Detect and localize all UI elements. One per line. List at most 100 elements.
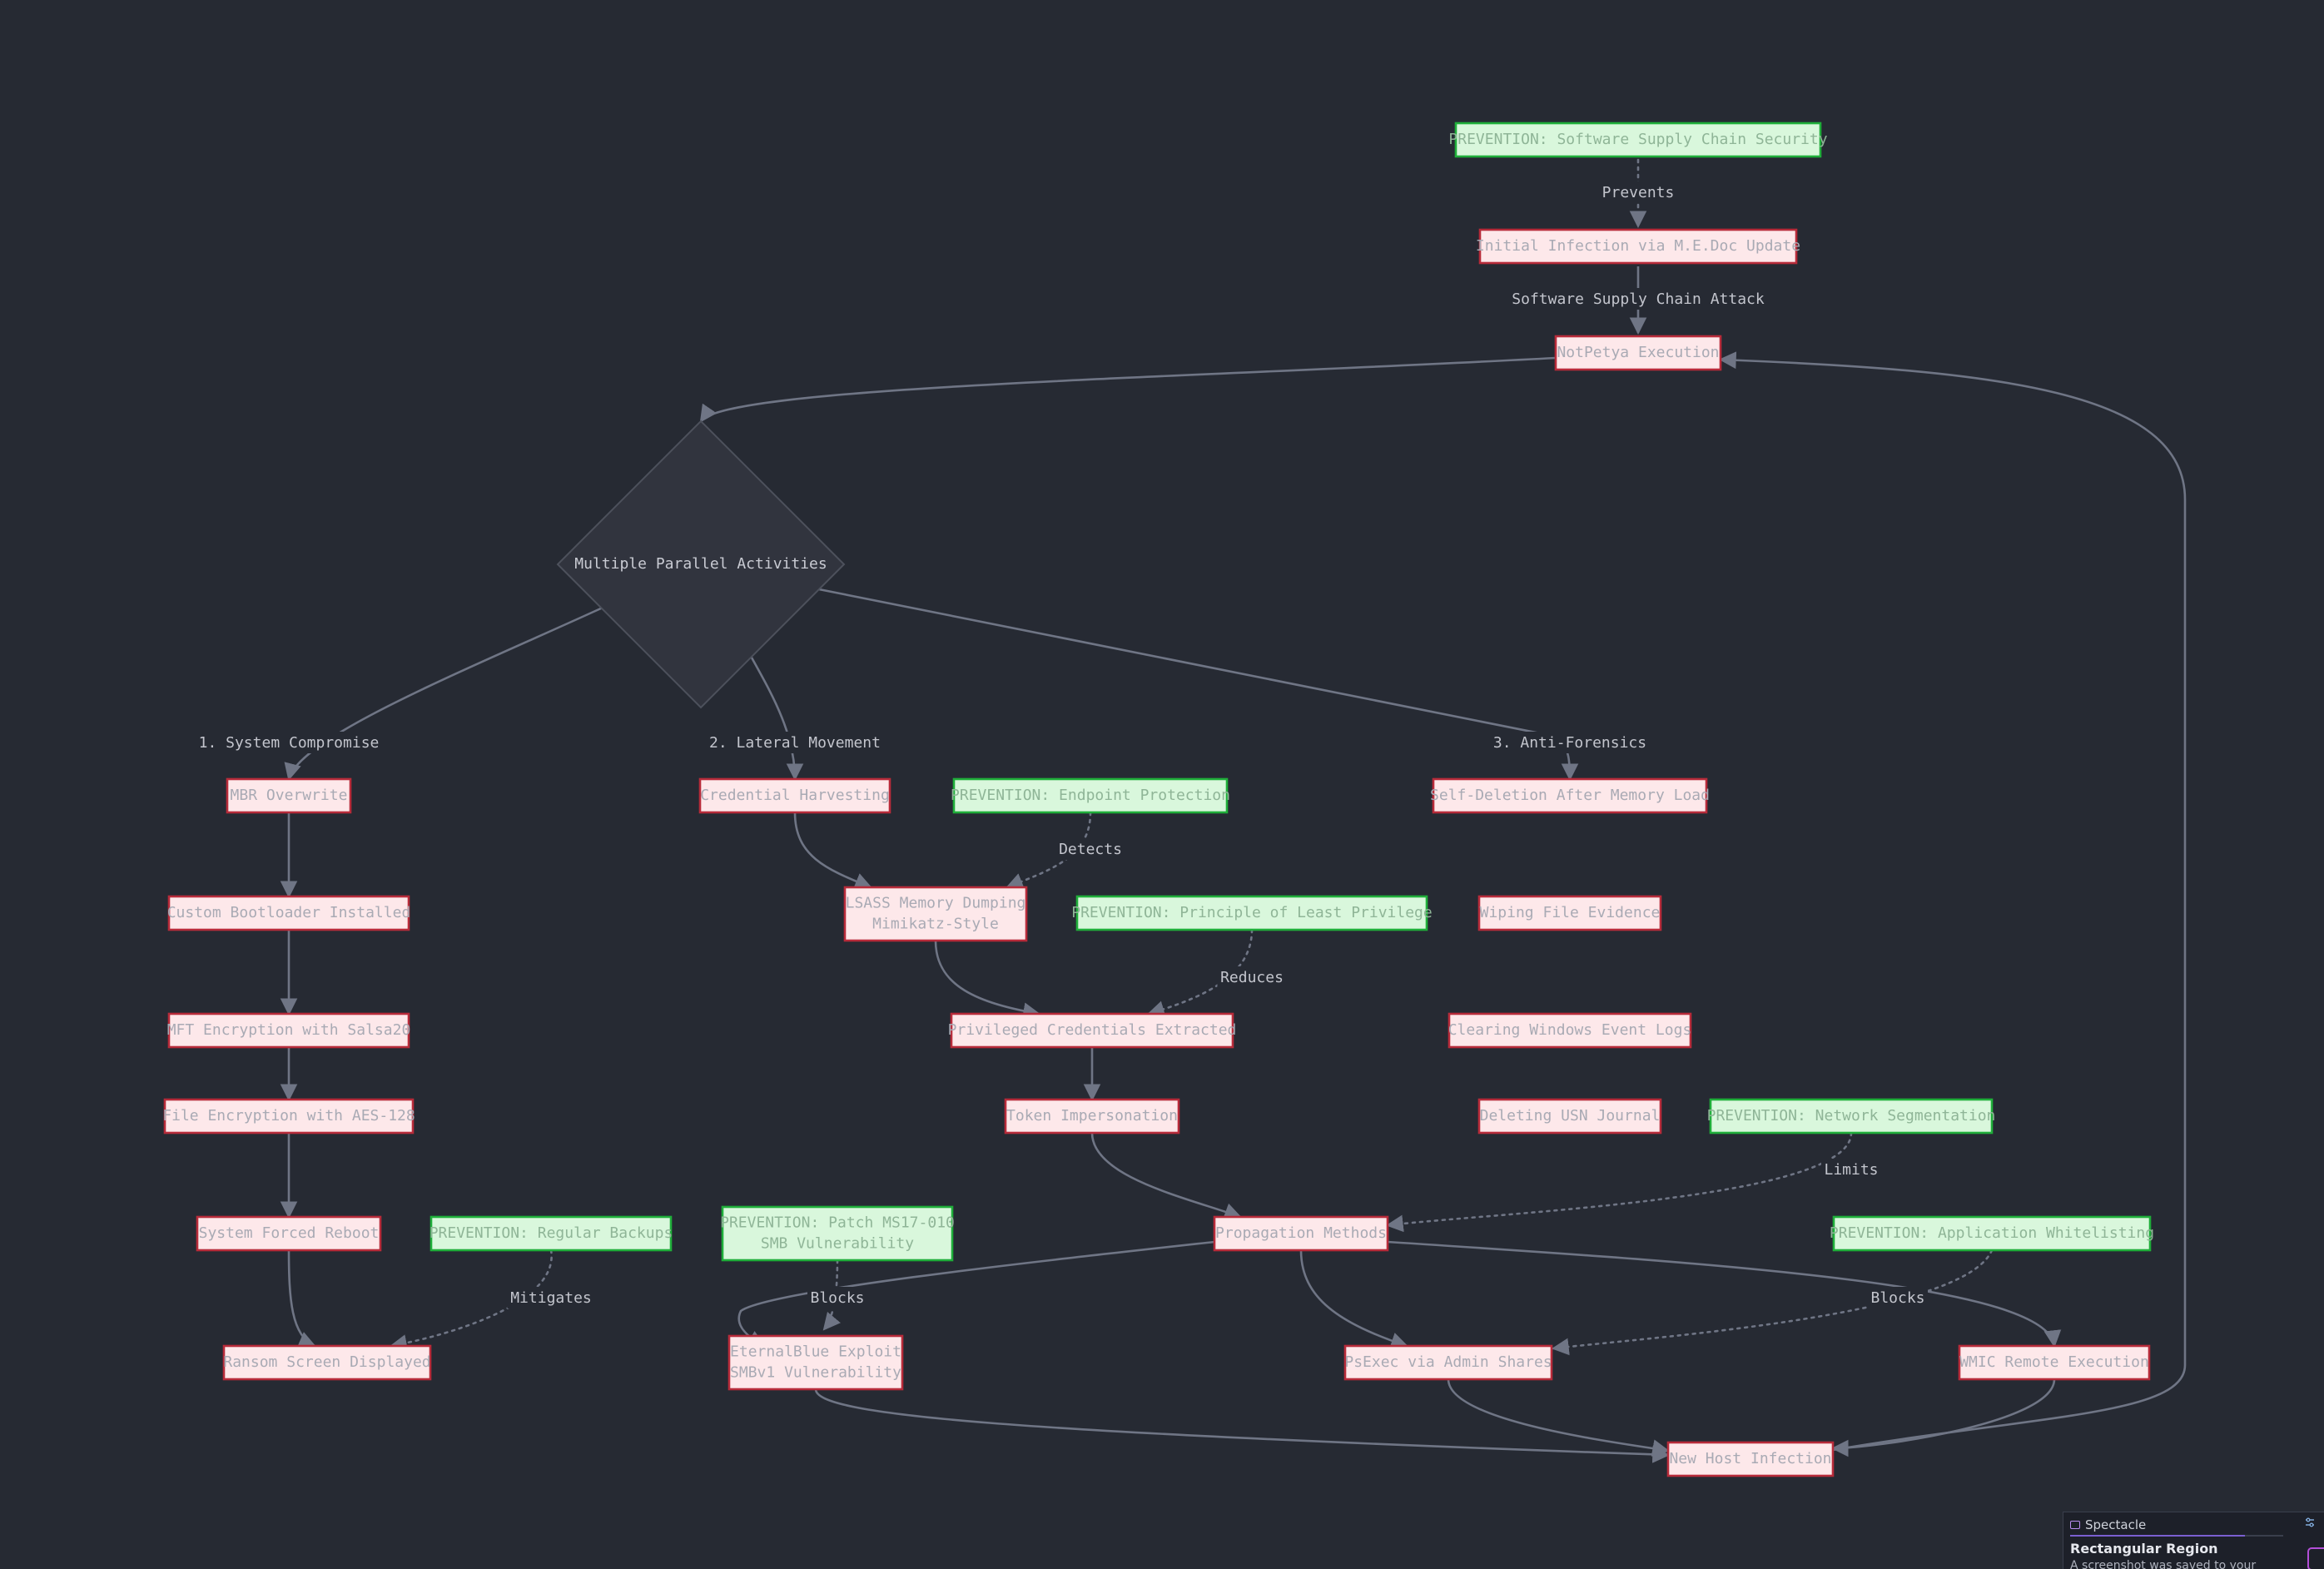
node-label: Initial Infection via M.E.Doc Update	[1476, 237, 1800, 255]
step-box	[226, 777, 352, 814]
node-newhost[interactable]: New Host Infection	[1666, 1441, 1835, 1477]
notification-title: Rectangular Region	[2070, 1541, 2218, 1557]
edge-psexec-to-newhost	[1447, 1378, 1671, 1457]
screenshot-notification[interactable]: Spectacle Rectangular Region A screensho…	[2063, 1512, 2324, 1569]
step-box	[1213, 1215, 1389, 1252]
edge-label: Limits	[1824, 1161, 1878, 1179]
step-box	[1432, 777, 1708, 814]
step-box	[1958, 1344, 2151, 1381]
edge-label-group: 3. Anti-Forensics	[1489, 732, 1651, 753]
step-box	[222, 1344, 432, 1381]
edge-label-bg	[1489, 732, 1651, 753]
node-label: PREVENTION: Principle of Least Privilege	[1071, 904, 1432, 921]
node-label: EternalBlue Exploit	[730, 1343, 901, 1361]
notification-app-name: Spectacle	[2085, 1517, 2147, 1532]
decision-node-parallel[interactable]: Multiple Parallel Activities	[556, 420, 846, 709]
node-selfdel[interactable]: Self-Deletion After Memory Load	[1430, 777, 1710, 814]
edge-prev_whitelist-to-psexec	[1551, 1249, 1994, 1356]
edge-label: Software Supply Chain Attack	[1512, 290, 1765, 308]
prevention-box	[430, 1215, 673, 1252]
step-box	[1478, 228, 1798, 265]
node-label: MFT Encryption with Salsa20	[167, 1021, 411, 1039]
node-prev_backup[interactable]: PREVENTION: Regular Backups	[430, 1215, 673, 1252]
node-mbr[interactable]: MBR Overwrite	[226, 777, 352, 814]
edge-label: Detects	[1059, 841, 1122, 858]
node-label: PREVENTION: Regular Backups	[430, 1224, 673, 1242]
node-bootloader[interactable]: Custom Bootloader Installed	[167, 895, 411, 931]
node-label: PREVENTION: Patch MS17-010	[720, 1214, 955, 1232]
node-label: New Host Infection	[1669, 1450, 1831, 1467]
edge-notpetya-to-parallel	[699, 356, 1557, 423]
step-box	[167, 895, 410, 931]
edge-label-bg	[1599, 181, 1677, 203]
node-prev_whitelist[interactable]: PREVENTION: Application Whitelisting	[1830, 1215, 2154, 1252]
node-wmic[interactable]: WMIC Remote Execution	[1958, 1344, 2151, 1381]
camera-icon	[2070, 1521, 2080, 1529]
node-reboot[interactable]: System Forced Reboot	[196, 1215, 382, 1252]
node-label: PREVENTION: Network Segmentation	[1707, 1107, 1996, 1125]
node-usn[interactable]: Deleting USN Journal	[1477, 1098, 1662, 1135]
nodes-layer: Multiple Parallel ActivitiesPREVENTION: …	[162, 122, 2154, 1477]
edge-label: Blocks	[1870, 1289, 1924, 1307]
node-initial[interactable]: Initial Infection via M.E.Doc Update	[1476, 228, 1800, 265]
node-fileenc[interactable]: File Encryption with AES-128	[162, 1098, 415, 1135]
step-box	[1554, 335, 1722, 371]
edge-label-bg	[807, 1287, 867, 1308]
node-privcred[interactable]: Privileged Credentials Extracted	[948, 1012, 1237, 1049]
node-credharv[interactable]: Credential Harvesting	[698, 777, 891, 814]
edge-wmic-to-newhost	[1830, 1378, 2056, 1457]
node-label: Custom Bootloader Installed	[167, 904, 411, 921]
prevention-box	[1075, 895, 1428, 931]
edge-label-group: Blocks	[807, 1287, 867, 1308]
node-label: PREVENTION: Software Supply Chain Securi…	[1448, 131, 1827, 148]
screenshot-thumbnail[interactable]	[2307, 1547, 2324, 1569]
edge-label-bg	[1868, 1287, 1928, 1308]
node-prev_netseg[interactable]: PREVENTION: Network Segmentation	[1707, 1098, 1996, 1135]
node-prev_least[interactable]: PREVENTION: Principle of Least Privilege	[1071, 895, 1433, 931]
step-box	[950, 1012, 1234, 1049]
step-box	[1343, 1344, 1553, 1381]
prevention-box	[1832, 1215, 2152, 1252]
node-label: Mimikatz-Style	[872, 916, 999, 933]
node-mft[interactable]: MFT Encryption with Salsa20	[167, 1012, 411, 1049]
edge-prev_backup-to-ransom	[389, 1249, 553, 1352]
edge-parallel-to-selfdel	[818, 588, 1579, 782]
node-token[interactable]: Token Impersonation	[1004, 1098, 1180, 1135]
node-label: System Forced Reboot	[199, 1224, 380, 1242]
node-prev_endpoint[interactable]: PREVENTION: Endpoint Protection	[951, 777, 1230, 814]
edge-token-to-propagation	[1090, 1132, 1242, 1220]
edge-label: Prevents	[1602, 184, 1675, 201]
edge-label-group: 2. Lateral Movement	[705, 732, 885, 753]
node-propagation[interactable]: Propagation Methods	[1213, 1215, 1389, 1252]
edge-label-group: Reduces	[1217, 966, 1287, 988]
node-label: SMB Vulnerability	[761, 1235, 914, 1253]
node-clearlogs[interactable]: Clearing Windows Event Logs	[1448, 1012, 1692, 1049]
prevention-box	[1709, 1098, 1994, 1135]
node-label: Ransom Screen Displayed	[223, 1353, 430, 1371]
edges-layer	[280, 158, 2187, 1463]
edge-label-group: Limits	[1821, 1159, 1881, 1180]
step-box	[1004, 1098, 1180, 1135]
step-box	[698, 777, 891, 814]
step-box	[196, 1215, 382, 1252]
edge-label-bg	[1821, 1159, 1881, 1180]
notification-timeout-fill	[2070, 1535, 2245, 1537]
node-prev_supply[interactable]: PREVENTION: Software Supply Chain Securi…	[1448, 122, 1828, 158]
settings-icon[interactable]	[2304, 1517, 2316, 1528]
edge-label-bg	[1055, 838, 1125, 860]
node-notpetya[interactable]: NotPetya Execution	[1554, 335, 1722, 371]
node-wipe[interactable]: Wiping File Evidence	[1477, 895, 1662, 931]
node-label: Credential Harvesting	[700, 787, 890, 804]
edge-parallel-to-mbr	[284, 606, 603, 782]
step-box	[1477, 895, 1662, 931]
node-ransom[interactable]: Ransom Screen Displayed	[222, 1344, 432, 1381]
node-label: Privileged Credentials Extracted	[948, 1021, 1237, 1039]
step-box	[1448, 1012, 1692, 1049]
node-psexec[interactable]: PsExec via Admin Shares	[1343, 1344, 1553, 1381]
step-box	[843, 886, 1028, 942]
